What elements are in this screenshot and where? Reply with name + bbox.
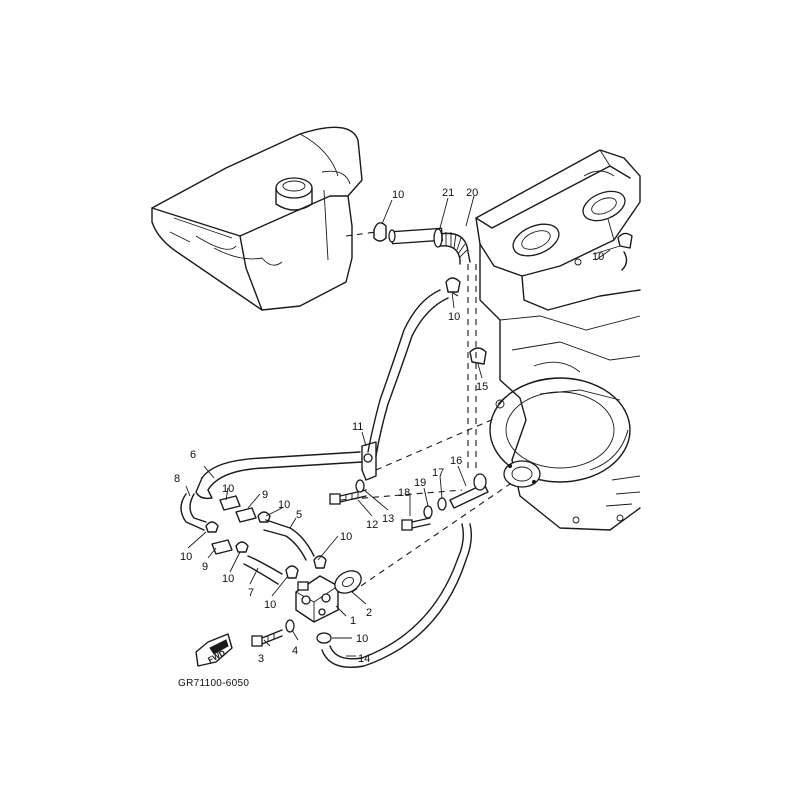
callout-10h: 10 xyxy=(264,599,276,611)
engine-block xyxy=(475,149,641,531)
callout-10g: 10 xyxy=(222,573,234,585)
callout-2: 2 xyxy=(366,607,372,619)
callout-1: 1 xyxy=(350,615,356,627)
callout-15: 15 xyxy=(476,381,488,393)
fwd-label: FWD xyxy=(206,648,227,665)
vent-hose xyxy=(373,222,471,265)
callout-11: 11 xyxy=(352,421,363,433)
callout-labels: 1 2 3 4 5 6 7 8 9 9 10 10 10 10 10 10 10… xyxy=(174,187,604,665)
callout-3: 3 xyxy=(258,653,264,665)
callout-6: 6 xyxy=(190,449,196,461)
callout-16: 16 xyxy=(450,455,462,467)
callout-7: 7 xyxy=(248,587,254,599)
callout-17: 17 xyxy=(432,467,444,479)
assembly-lines xyxy=(339,231,511,593)
callout-10d: 10 xyxy=(222,483,234,495)
fuel-tank xyxy=(151,126,363,311)
callout-5: 5 xyxy=(296,509,302,521)
hardware xyxy=(205,232,633,647)
callout-18: 18 xyxy=(398,487,410,499)
callout-10a: 10 xyxy=(392,189,404,201)
callout-10i: 10 xyxy=(340,531,352,543)
diagram-code: GR71100-6050 xyxy=(178,678,249,689)
leader-lines xyxy=(185,195,621,657)
callout-9a: 9 xyxy=(262,489,268,501)
callout-4: 4 xyxy=(292,645,298,657)
callout-9b: 9 xyxy=(202,561,208,573)
callout-10b: 10 xyxy=(592,251,604,263)
callout-8: 8 xyxy=(174,473,180,485)
callout-12: 12 xyxy=(366,519,378,531)
fwd-arrow-icon: FWD xyxy=(195,633,233,667)
callout-10e: 10 xyxy=(278,499,290,511)
callout-10j: 10 xyxy=(356,633,368,645)
callout-19: 19 xyxy=(414,477,426,489)
callout-10c: 10 xyxy=(448,311,460,323)
fuel-hoses xyxy=(180,289,473,668)
callout-14: 14 xyxy=(358,653,370,665)
callout-13: 13 xyxy=(382,513,394,525)
callout-20: 20 xyxy=(466,187,478,199)
callout-10f: 10 xyxy=(180,551,192,563)
callout-21: 21 xyxy=(442,187,454,199)
